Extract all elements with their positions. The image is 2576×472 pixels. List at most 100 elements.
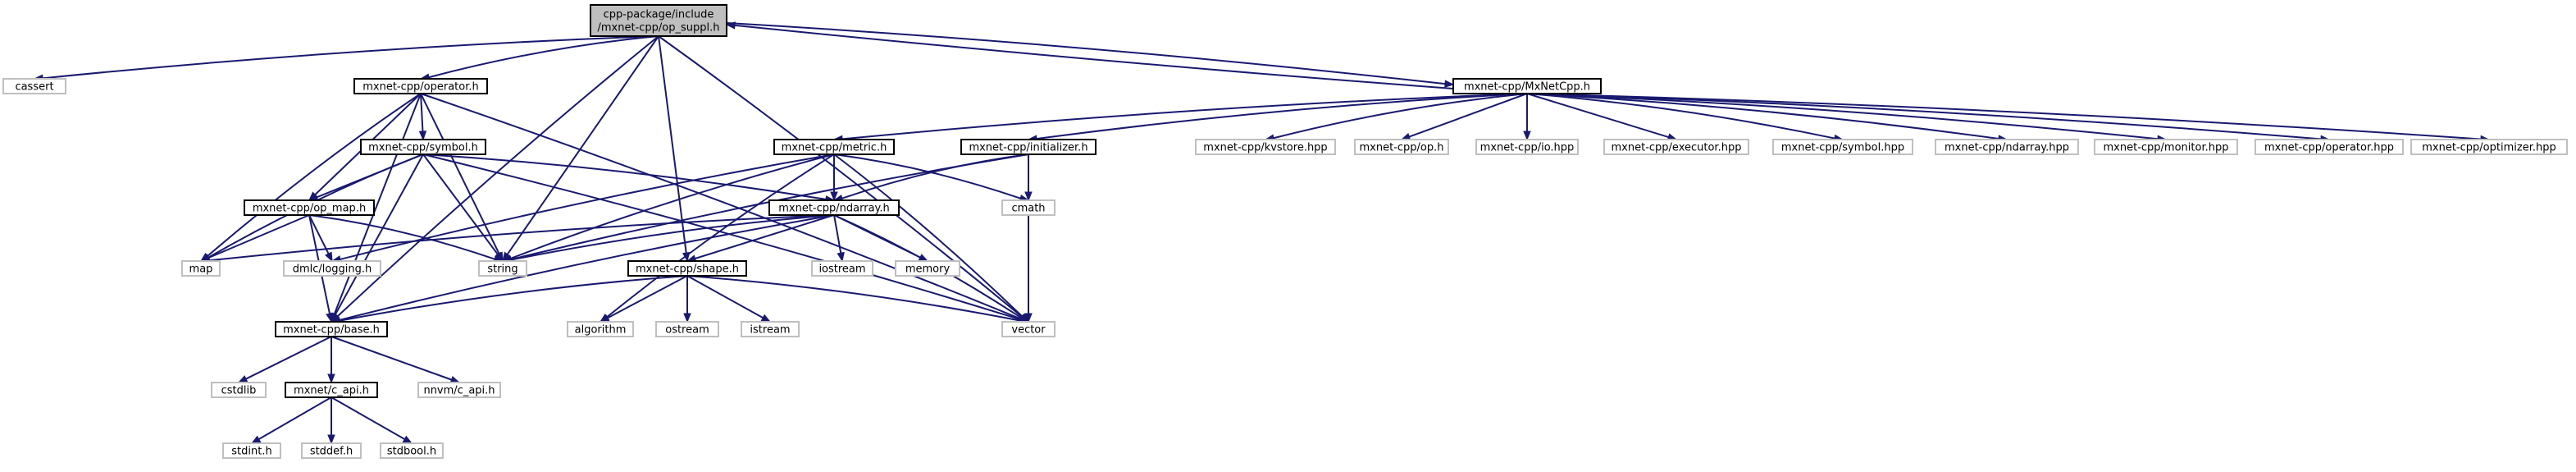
node-label: mxnet-cpp/executor.hpp [1612, 142, 1742, 154]
node-box [380, 442, 444, 459]
arrowhead [250, 435, 262, 444]
edge-c-api-h-to-stdbool [331, 396, 413, 444]
node-box [222, 442, 281, 459]
node-symbol-hpp: mxnet-cpp/symbol.hpp [1772, 139, 1913, 155]
node-memory: memory [895, 260, 960, 277]
node-label: ostream [665, 324, 709, 337]
edge-line [1526, 93, 2159, 140]
node-label: mxnet-cpp/ndarray.h [778, 203, 890, 215]
edge-line [1273, 93, 1528, 140]
node-mxnetcpp-h[interactable]: mxnet-cpp/MxNetCpp.h [1452, 78, 1602, 94]
node-initializer-h[interactable]: mxnet-cpp/initializer.h [960, 139, 1097, 155]
edge-line [428, 35, 659, 79]
arrowhead [326, 312, 334, 323]
node-ndarray-hpp: mxnet-cpp/ndarray.hpp [1935, 139, 2079, 155]
node-box [2410, 139, 2568, 155]
edge-line [245, 336, 332, 380]
node-label: cassert [15, 81, 53, 94]
node-box [2255, 139, 2404, 155]
node-box [960, 139, 1097, 155]
node-label: istream [750, 324, 790, 337]
node-box [567, 321, 634, 337]
edge-line [308, 214, 330, 254]
node-label: mxnet-cpp/initializer.h [969, 142, 1087, 154]
edge-line [1526, 93, 2482, 140]
node-ostream: ostream [655, 321, 719, 337]
node-op-map-h[interactable]: mxnet-cpp/op_map.h [244, 199, 375, 216]
edge-line [207, 214, 310, 259]
edge-line [1526, 93, 2322, 140]
edge-line [686, 275, 764, 319]
node-dmlc-logging: dmlc/logging.h [283, 260, 381, 277]
node-c-api-h[interactable]: mxnet/c_api.h [285, 382, 378, 398]
node-box [895, 260, 960, 277]
edge-line [331, 396, 405, 440]
edge-line [658, 35, 1023, 318]
node-symbol-h[interactable]: mxnet-cpp/symbol.h [360, 139, 486, 155]
edge-mxnetcpp-h-to-kvstore-hpp [1264, 93, 1528, 142]
arrowhead [725, 21, 736, 30]
node-box [275, 321, 388, 337]
node-root[interactable]: cpp-package/include/mxnet-cpp/op_suppl.h [590, 4, 727, 37]
edge-line [686, 275, 1021, 322]
node-label: mxnet-cpp/op.h [1360, 142, 1444, 154]
node-box [1935, 139, 2079, 155]
node-label: nnvm/c_api.h [423, 385, 495, 397]
node-box [244, 199, 375, 216]
edge-metric-h-to-cmath [833, 154, 1030, 203]
node-operator-h[interactable]: mxnet-cpp/operator.h [353, 78, 488, 94]
edge-line [258, 396, 332, 440]
node-cmath: cmath [1001, 199, 1055, 216]
node-label: mxnet-cpp/base.h [283, 324, 380, 337]
edge-metric-h-to-ndarray-h [830, 154, 838, 202]
arrowhead [418, 131, 427, 141]
node-box [417, 382, 501, 398]
node-shape-h[interactable]: mxnet-cpp/shape.h [627, 260, 747, 277]
edge-line [420, 93, 1022, 320]
node-istream: istream [741, 321, 800, 337]
edge-line [658, 35, 687, 254]
arrowhead [327, 373, 335, 384]
edge-shape-h-to-vector [686, 275, 1030, 325]
node-box [181, 260, 221, 277]
node-label: memory [905, 263, 951, 276]
edge-c-api-h-to-stdint [250, 396, 332, 444]
node-monitor-hpp: mxnet-cpp/monitor.hpp [2094, 139, 2238, 155]
arrowhead [237, 375, 248, 383]
nodes-layer: cpp-package/include/mxnet-cpp/op_suppl.h… [2, 4, 2568, 459]
node-box [1195, 139, 1336, 155]
node-box [1772, 139, 1913, 155]
edge-metric-h-to-vector [833, 154, 1030, 323]
node-label: stdbool.h [387, 446, 436, 458]
node-label: mxnet-cpp/operator.h [362, 81, 479, 94]
node-algorithm: algorithm [567, 321, 634, 337]
edge-mxnetcpp-h-to-root [725, 21, 1454, 89]
node-label: mxnet-cpp/kvstore.hpp [1203, 142, 1327, 154]
node-label: mxnet-cpp/symbol.hpp [1781, 142, 1904, 154]
node-optimizer-hpp: mxnet-cpp/optimizer.hpp [2410, 139, 2568, 155]
node-box [301, 442, 362, 459]
node-metric-h[interactable]: mxnet-cpp/metric.h [773, 139, 895, 155]
edge-operator-h-to-vector [420, 93, 1030, 323]
node-kvstore-hpp: mxnet-cpp/kvstore.hpp [1195, 139, 1336, 155]
node-label: cmath [1011, 203, 1045, 215]
edge-shape-h-to-algorithm [599, 275, 688, 323]
edge-line [506, 35, 659, 255]
edge-line [420, 93, 500, 254]
edge-line [510, 214, 835, 261]
edge-root-to-shape-h [658, 35, 691, 263]
node-base-h[interactable]: mxnet-cpp/base.h [275, 321, 388, 337]
edge-line [606, 154, 835, 318]
edge-line [308, 214, 495, 260]
arrowhead [760, 314, 772, 323]
node-ndarray-h[interactable]: mxnet-cpp/ndarray.h [768, 199, 900, 216]
edge-line [1526, 93, 1999, 140]
node-box [1354, 139, 1449, 155]
edge-base-h-to-c-api-h [327, 336, 335, 384]
node-label: mxnet/c_api.h [294, 385, 369, 397]
edge-line [207, 93, 422, 257]
edge-line [607, 275, 688, 319]
node-label: stddef.h [310, 446, 353, 458]
edge-line [420, 93, 424, 132]
